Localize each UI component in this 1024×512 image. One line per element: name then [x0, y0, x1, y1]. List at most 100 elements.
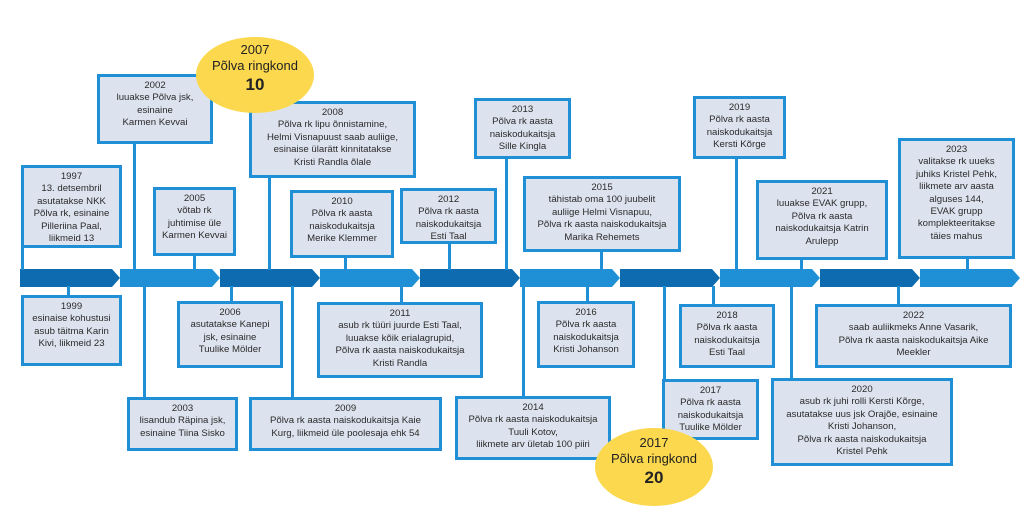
event-text: Põlva rk aasta naiskodukaitsja Merike Kl…	[307, 208, 377, 245]
timeline-segment-1	[20, 269, 120, 287]
connector-2006	[230, 286, 233, 303]
badge-label: Põlva ringkond	[611, 451, 697, 466]
event-box-2021: 2021 luuakse EVAK grupp, Põlva rk aasta …	[756, 180, 888, 260]
connector-2011	[400, 286, 403, 304]
event-year: 2012	[437, 194, 460, 205]
timeline-segment-7	[620, 269, 720, 287]
event-box-2022: 2022 saab auliikmeks Anne Vasarik, Põlva…	[815, 304, 1012, 368]
event-box-2002: 2002 luuakse Põlva jsk, esinaine Karmen …	[97, 74, 213, 144]
event-text: saab auliikmeks Anne Vasarik, Põlva rk a…	[838, 322, 989, 359]
event-box-2019: 2019 Põlva rk aasta naiskodukaitsja Kers…	[693, 96, 786, 159]
event-text: Põlva rk lipu õnnistamine, Helmi Visnapu…	[266, 119, 398, 168]
connector-2018	[712, 286, 715, 306]
badge-number: 10	[245, 75, 265, 94]
event-text: Põlva rk aasta naiskodukaitsja Kristi Jo…	[553, 319, 619, 356]
connector-2020	[790, 286, 793, 380]
timeline-segment-8	[720, 269, 820, 287]
event-text: asub rk tüüri juurde Esti Taal, luuakse …	[335, 320, 465, 369]
event-box-2015: 2015 tähistab oma 100 juubelit auliige H…	[523, 176, 681, 252]
timeline-segment-6	[520, 269, 620, 287]
event-box-2013: 2013 Põlva rk aasta naiskodukaitsja Sill…	[474, 98, 571, 159]
event-box-1999: 1999 esinaise kohustusi asub täitma Kari…	[21, 295, 122, 366]
event-year: 2002	[144, 80, 166, 91]
event-year: 2008	[321, 107, 344, 118]
connector-1999	[67, 286, 70, 297]
connector-2022	[897, 286, 900, 306]
connector-2015	[600, 250, 603, 270]
connector-2002	[133, 143, 136, 270]
event-year: 1997	[60, 171, 83, 182]
event-box-2017: 2017 Põlva rk aasta naiskodukaitsja Tuul…	[662, 379, 759, 440]
event-box-2003: 2003 lisandub Räpina jsk, esinaine Tiina…	[127, 397, 238, 451]
event-text: Põlva rk aasta naiskodukaitsja Tuuli Kot…	[468, 414, 598, 451]
event-text: Põlva rk aasta naiskodukaitsja Kaie Kurg…	[270, 415, 421, 439]
event-text: luuakse EVAK grupp, Põlva rk aasta naisk…	[775, 198, 869, 247]
event-box-2009: 2009 Põlva rk aasta naiskodukaitsja Kaie…	[249, 397, 442, 451]
event-text: Põlva rk aasta naiskodukaitsja Esti Taal	[415, 206, 482, 243]
event-year: 2003	[171, 403, 194, 414]
event-text: asutatakse Kanepi jsk, esinaine Tuulike …	[190, 319, 270, 356]
event-box-2008: 2008 Põlva rk lipu õnnistamine, Helmi Vi…	[249, 101, 416, 178]
event-text: valitakse rk uueks juhiks Kristel Pehk, …	[915, 156, 998, 242]
timeline-segment-10	[920, 269, 1020, 287]
event-box-2005: 2005 võtab rk juhtimise üle Karmen Kevva…	[153, 187, 236, 256]
timeline-segment-3	[220, 269, 320, 287]
timeline-segment-2	[120, 269, 220, 287]
event-text: võtab rk juhtimise üle Karmen Kevvai	[161, 205, 228, 242]
badge-number: 20	[644, 468, 664, 487]
event-box-1997: 1997 13. detsembril asutatakse NKK Põlva…	[21, 165, 122, 248]
event-text: Põlva rk aasta naiskodukaitsja Esti Taal	[694, 322, 760, 359]
connector-2005	[193, 254, 196, 270]
connector-2017	[663, 286, 666, 381]
event-text: Põlva rk aasta naiskodukaitsja Sille Kin…	[489, 116, 556, 153]
event-year: 2019	[728, 102, 751, 113]
event-text: lisandub Räpina jsk, esinaine Tiina Sisk…	[139, 415, 226, 439]
event-box-2011: 2011 asub rk tüüri juurde Esti Taal, luu…	[317, 302, 483, 378]
connector-2023	[966, 257, 969, 270]
event-year: 2009	[334, 403, 357, 414]
timeline-segment-9	[820, 269, 920, 287]
event-box-2006: 2006 asutatakse Kanepi jsk, esinaine Tuu…	[177, 301, 283, 368]
event-text: Põlva rk aasta naiskodukaitsja Kersti Kõ…	[706, 114, 773, 151]
badge-label: Põlva ringkond	[212, 58, 298, 73]
event-year: 2015	[591, 182, 613, 193]
event-text: Põlva rk aasta naiskodukaitsja Tuulike M…	[677, 397, 744, 434]
event-year: 1999	[60, 301, 83, 312]
event-text: 13. detsembril asutatakse NKK Põlva rk, …	[33, 183, 110, 245]
connector-2003	[143, 286, 146, 399]
timeline-segment-4	[320, 269, 420, 287]
event-box-2020: 2020 asub rk juhi rolli Kersti Kõrge, as…	[771, 378, 953, 466]
connector-2016	[586, 286, 589, 303]
connector-2010	[344, 256, 347, 270]
event-text: tähistab oma 100 juubelit auliige Helmi …	[537, 194, 667, 243]
milestone-badge-2007: 2007 Põlva ringkond 10	[196, 37, 314, 113]
event-year: 2014	[522, 402, 544, 413]
event-box-2010: 2010 Põlva rk aasta naiskodukaitsja Meri…	[290, 190, 394, 258]
event-year: 2018	[716, 310, 738, 321]
connector-2021	[800, 258, 803, 270]
badge-year: 2007	[240, 42, 270, 57]
connector-2013	[505, 157, 508, 270]
event-year: 2010	[331, 196, 353, 207]
event-box-2023: 2023 valitakse rk uueks juhiks Kristel P…	[898, 138, 1015, 259]
event-year: 2022	[902, 310, 925, 321]
event-year: 2005	[183, 193, 206, 204]
connector-2014	[522, 286, 525, 398]
event-year: 2011	[389, 308, 411, 319]
event-box-2014: 2014 Põlva rk aasta naiskodukaitsja Tuul…	[455, 396, 611, 460]
event-text: luuakse Põlva jsk, esinaine Karmen Kevva…	[116, 92, 194, 129]
connector-1997	[21, 246, 24, 270]
event-text: esinaise kohustusi asub täitma Karin Kiv…	[32, 313, 111, 350]
event-year: 2021	[811, 186, 833, 197]
event-box-2016: 2016 Põlva rk aasta naiskodukaitsja Kris…	[537, 301, 635, 368]
event-text: asub rk juhi rolli Kersti Kõrge, asutata…	[786, 396, 938, 458]
event-year: 2013	[511, 104, 534, 115]
event-box-2018: 2018 Põlva rk aasta naiskodukaitsja Esti…	[679, 304, 775, 368]
event-box-2012: 2012 Põlva rk aasta naiskodukaitsja Esti…	[400, 188, 497, 244]
connector-2008	[268, 176, 271, 270]
connector-2009	[291, 286, 294, 399]
badge-year: 2017	[639, 435, 669, 450]
event-year: 2006	[219, 307, 241, 318]
connector-2012	[448, 242, 451, 270]
